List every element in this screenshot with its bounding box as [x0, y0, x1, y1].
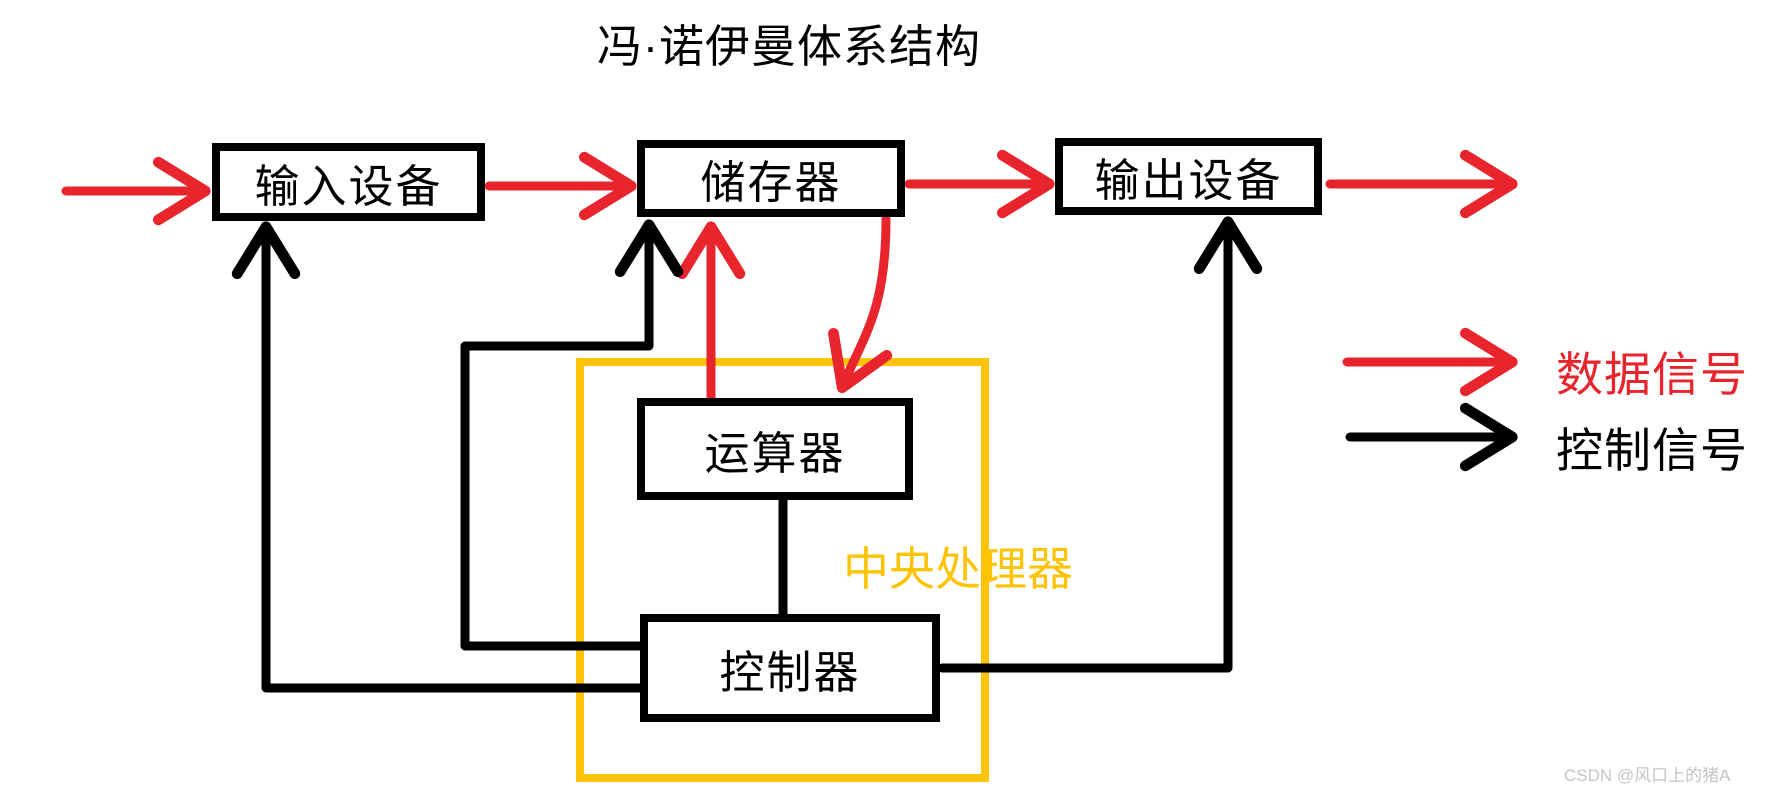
legend-control-signal-label: 控制信号	[1556, 424, 1748, 477]
control-arrow-cu-to-input	[231, 221, 647, 693]
node-control-unit: 控制器	[640, 614, 940, 722]
node-arithmetic-unit-label: 运算器	[704, 427, 846, 479]
node-memory-label: 储存器	[700, 157, 842, 208]
cpu-outline-box	[576, 358, 989, 782]
node-output-device: 输出设备	[1055, 138, 1322, 215]
cpu-label: 中央处理器	[843, 543, 1073, 595]
node-control-unit-label: 控制器	[719, 646, 861, 698]
control-arrow-cu-to-memory	[460, 219, 684, 651]
node-input-device: 输入设备	[212, 143, 485, 221]
node-arithmetic-unit: 运算器	[637, 398, 913, 500]
node-output-device-label: 输出设备	[1094, 155, 1283, 206]
node-memory: 储存器	[637, 140, 905, 217]
control-arrow-cu-to-output	[937, 216, 1263, 673]
diagram-title: 冯·诺伊曼体系结构	[597, 21, 981, 72]
watermark: CSDN @风口上的猪A	[1564, 766, 1731, 785]
legend-data-signal-label: 数据信号	[1556, 348, 1748, 401]
node-input-device-label: 输入设备	[254, 160, 443, 212]
data-arrow-memory-to-alu	[828, 214, 893, 394]
